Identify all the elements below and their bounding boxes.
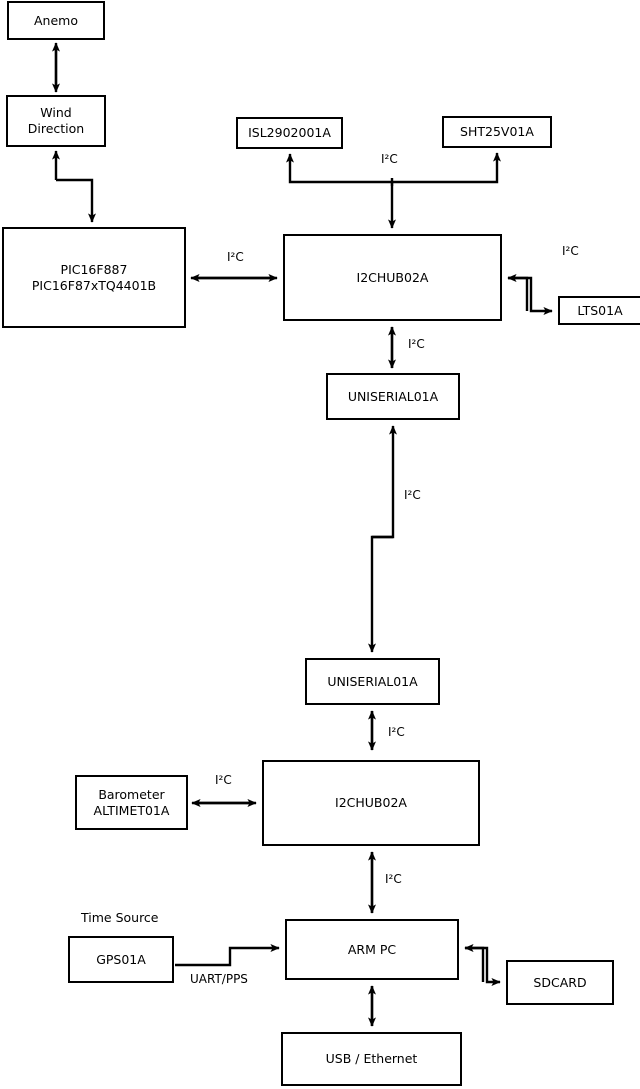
node-sdcard[interactable]: SDCARD	[506, 960, 614, 1005]
edge-label-i2c-lts: I²C	[562, 244, 579, 258]
node-barometer-altimet01a[interactable]: Barometer ALTIMET01A	[75, 775, 188, 830]
edge-uni-long-down	[368, 535, 393, 653]
edge-hub-lts-in	[507, 274, 529, 311]
node-sht25v01a[interactable]: SHT25V01A	[442, 116, 552, 148]
node-label: Barometer ALTIMET01A	[93, 786, 170, 818]
node-label: ARM PC	[347, 941, 397, 957]
node-wind-direction[interactable]: Wind Direction	[6, 95, 106, 147]
node-label: Anemo	[34, 12, 78, 28]
node-label: PIC16F887 PIC16F87xTQ4401B	[31, 261, 157, 293]
node-pic-microcontroller[interactable]: PIC16F887 PIC16F87xTQ4401B	[2, 227, 186, 328]
edge-label-i2c-pic-hub: I²C	[227, 250, 244, 264]
edge-label-i2c-uniserial-hub: I²C	[388, 725, 405, 739]
edge-label-i2c-barometer: I²C	[215, 773, 232, 787]
node-isl2902001a[interactable]: ISL2902001A	[236, 117, 343, 149]
node-i2chub02a-top[interactable]: I2CHUB02A	[283, 234, 502, 321]
node-label: GPS01A	[96, 951, 146, 967]
node-i2chub02a-bottom[interactable]: I2CHUB02A	[262, 760, 480, 846]
node-label: LTS01A	[577, 302, 623, 318]
edge-hub-lts-out	[508, 276, 553, 315]
node-uniserial01a-top[interactable]: UNISERIAL01A	[326, 373, 460, 420]
edge-arm-sd-out	[465, 946, 501, 986]
node-label: UNISERIAL01A	[347, 388, 439, 404]
edge-label-i2c-hub-uniserial: I²C	[408, 337, 425, 351]
node-label: USB / Ethernet	[325, 1051, 418, 1067]
node-uniserial01a-bottom[interactable]: UNISERIAL01A	[305, 658, 440, 705]
label-time-source: Time Source	[81, 910, 159, 925]
node-label: SDCARD	[533, 974, 587, 990]
edge-hub-isl	[286, 153, 392, 184]
node-label: SHT25V01A	[460, 124, 534, 140]
edge-arm-sd-in	[464, 944, 485, 982]
node-arm-pc[interactable]: ARM PC	[285, 919, 459, 980]
edge-label-i2c-hub-arm: I²C	[385, 872, 402, 886]
edge-uni-long-up	[372, 425, 397, 539]
edge-label-i2c-long-link: I²C	[404, 488, 421, 502]
edge-label-i2c-top-branch: I²C	[381, 152, 398, 166]
edge-label-uart-pps: UART/PPS	[190, 972, 248, 986]
node-label: I2CHUB02A	[335, 795, 407, 811]
node-label: I2CHUB02A	[356, 269, 429, 285]
edge-hub-sht	[392, 152, 501, 184]
edge-gps-arm	[175, 944, 280, 967]
node-label: ISL2902001A	[248, 125, 331, 141]
node-lts01a[interactable]: LTS01A	[558, 296, 640, 325]
edge-pic-wind-elbow	[56, 178, 96, 223]
node-gps01a[interactable]: GPS01A	[68, 936, 174, 983]
node-anemo[interactable]: Anemo	[7, 1, 105, 40]
node-usb-ethernet[interactable]: USB / Ethernet	[281, 1032, 462, 1086]
node-label: Wind Direction	[27, 105, 85, 136]
node-label: UNISERIAL01A	[327, 673, 418, 689]
